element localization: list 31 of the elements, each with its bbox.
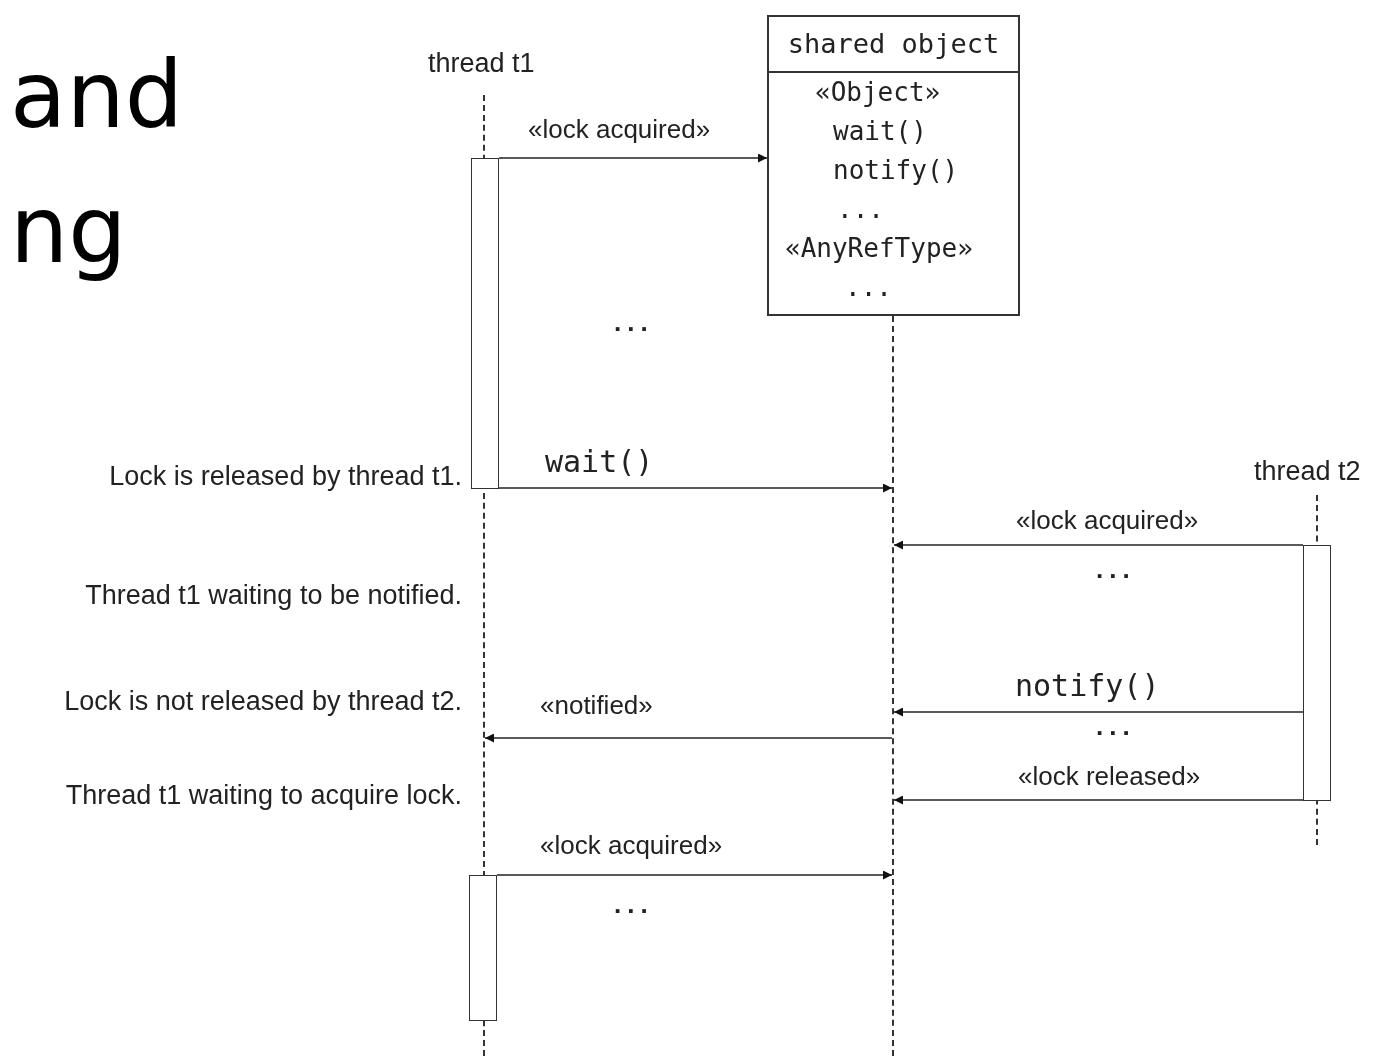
message-arrow xyxy=(893,540,1304,550)
note-text: Thread t1 waiting to acquire lock. xyxy=(65,781,462,811)
message-arrow xyxy=(484,733,893,743)
member-text: wait() xyxy=(833,116,927,146)
message-arrow xyxy=(496,870,893,880)
member-text: ... xyxy=(845,272,892,302)
ellipsis: ... xyxy=(1096,555,1136,584)
member-text: ... xyxy=(837,194,884,224)
activation-bar xyxy=(471,158,499,489)
message-arrow xyxy=(893,707,1304,717)
lifeline-label: thread t2 xyxy=(1254,456,1361,487)
member-text: notify() xyxy=(833,155,959,185)
message-arrow xyxy=(498,153,768,163)
note-text: Lock is not released by thread t2. xyxy=(64,687,462,717)
lifeline xyxy=(892,316,894,1056)
member-text: «Object» xyxy=(815,77,941,107)
member-text: «AnyRefType» xyxy=(785,233,973,263)
ellipsis: ... xyxy=(614,890,654,919)
class-box xyxy=(767,15,1020,316)
note-text: Thread t1 waiting to be notified. xyxy=(85,581,462,611)
message-arrow xyxy=(893,795,1304,805)
ellipsis: ... xyxy=(1096,712,1136,741)
heading-fragment: and xyxy=(10,45,184,147)
message-arrow xyxy=(498,483,893,493)
ellipsis: ... xyxy=(614,308,654,337)
heading-fragment: ng xyxy=(10,180,127,282)
note-text: Lock is released by thread t1. xyxy=(109,462,462,492)
object-name: shared object xyxy=(787,28,1000,59)
activation-bar xyxy=(1303,545,1331,801)
activation-bar xyxy=(469,875,497,1021)
lifeline-label: thread t1 xyxy=(428,48,535,79)
